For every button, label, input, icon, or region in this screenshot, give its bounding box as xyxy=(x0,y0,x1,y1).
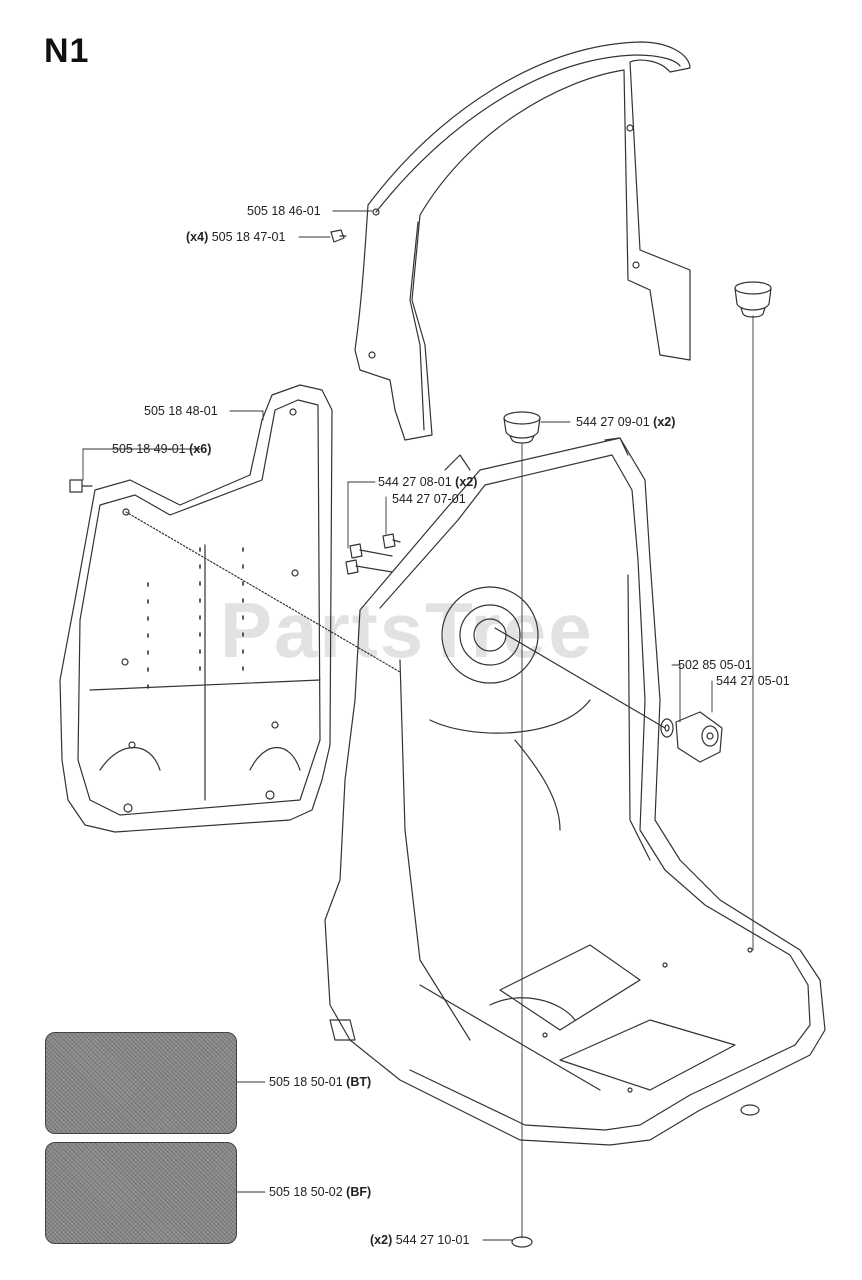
bolt-icon xyxy=(69,479,93,493)
callout-502-85-05-01[interactable]: 502 85 05-01 xyxy=(678,658,752,672)
page-title: N1 xyxy=(44,32,90,70)
rubber-buffer-icon xyxy=(734,281,772,318)
watermark: PartsTree xyxy=(220,586,594,674)
callout-505-18-50-02[interactable]: 505 18 50-02 (BF) xyxy=(269,1185,372,1199)
callout-544-27-09-01[interactable]: 544 27 09-01 (x2) xyxy=(576,415,676,429)
callout-544-27-05-01[interactable]: 544 27 05-01 xyxy=(716,674,790,688)
decal-bt-swatch xyxy=(45,1032,237,1134)
leader-lines xyxy=(82,210,754,1241)
callout-505-18-46-01[interactable]: 505 18 46-01 xyxy=(247,204,321,218)
back-pad-icon xyxy=(59,384,333,833)
assembly-line xyxy=(125,511,401,673)
callout-505-18-49-01[interactable]: 505 18 49-01 (x6) xyxy=(112,442,212,456)
long-screw-icon xyxy=(345,543,393,575)
callout-544-27-07-01[interactable]: 544 27 07-01 xyxy=(392,492,466,506)
callout-505-18-47-01[interactable]: (x4) 505 18 47-01 xyxy=(186,230,286,244)
backpack-frame-icon xyxy=(324,437,826,1146)
assembly-line xyxy=(494,627,666,729)
callout-544-27-10-01[interactable]: (x2) 544 27 10-01 xyxy=(370,1233,470,1247)
rubber-buffer-icon xyxy=(503,411,541,444)
callout-505-18-50-01[interactable]: 505 18 50-01 (BT) xyxy=(269,1075,372,1089)
screw-icon xyxy=(330,229,347,243)
callout-544-27-08-01[interactable]: 544 27 08-01 (x2) xyxy=(378,475,478,489)
damper-icon xyxy=(675,711,723,763)
frame-bar-icon xyxy=(354,41,691,441)
decal-bf-swatch xyxy=(45,1142,237,1244)
callout-505-18-48-01[interactable]: 505 18 48-01 xyxy=(144,404,218,418)
cap-screw-icon xyxy=(382,533,401,549)
washer-icon xyxy=(660,718,674,738)
